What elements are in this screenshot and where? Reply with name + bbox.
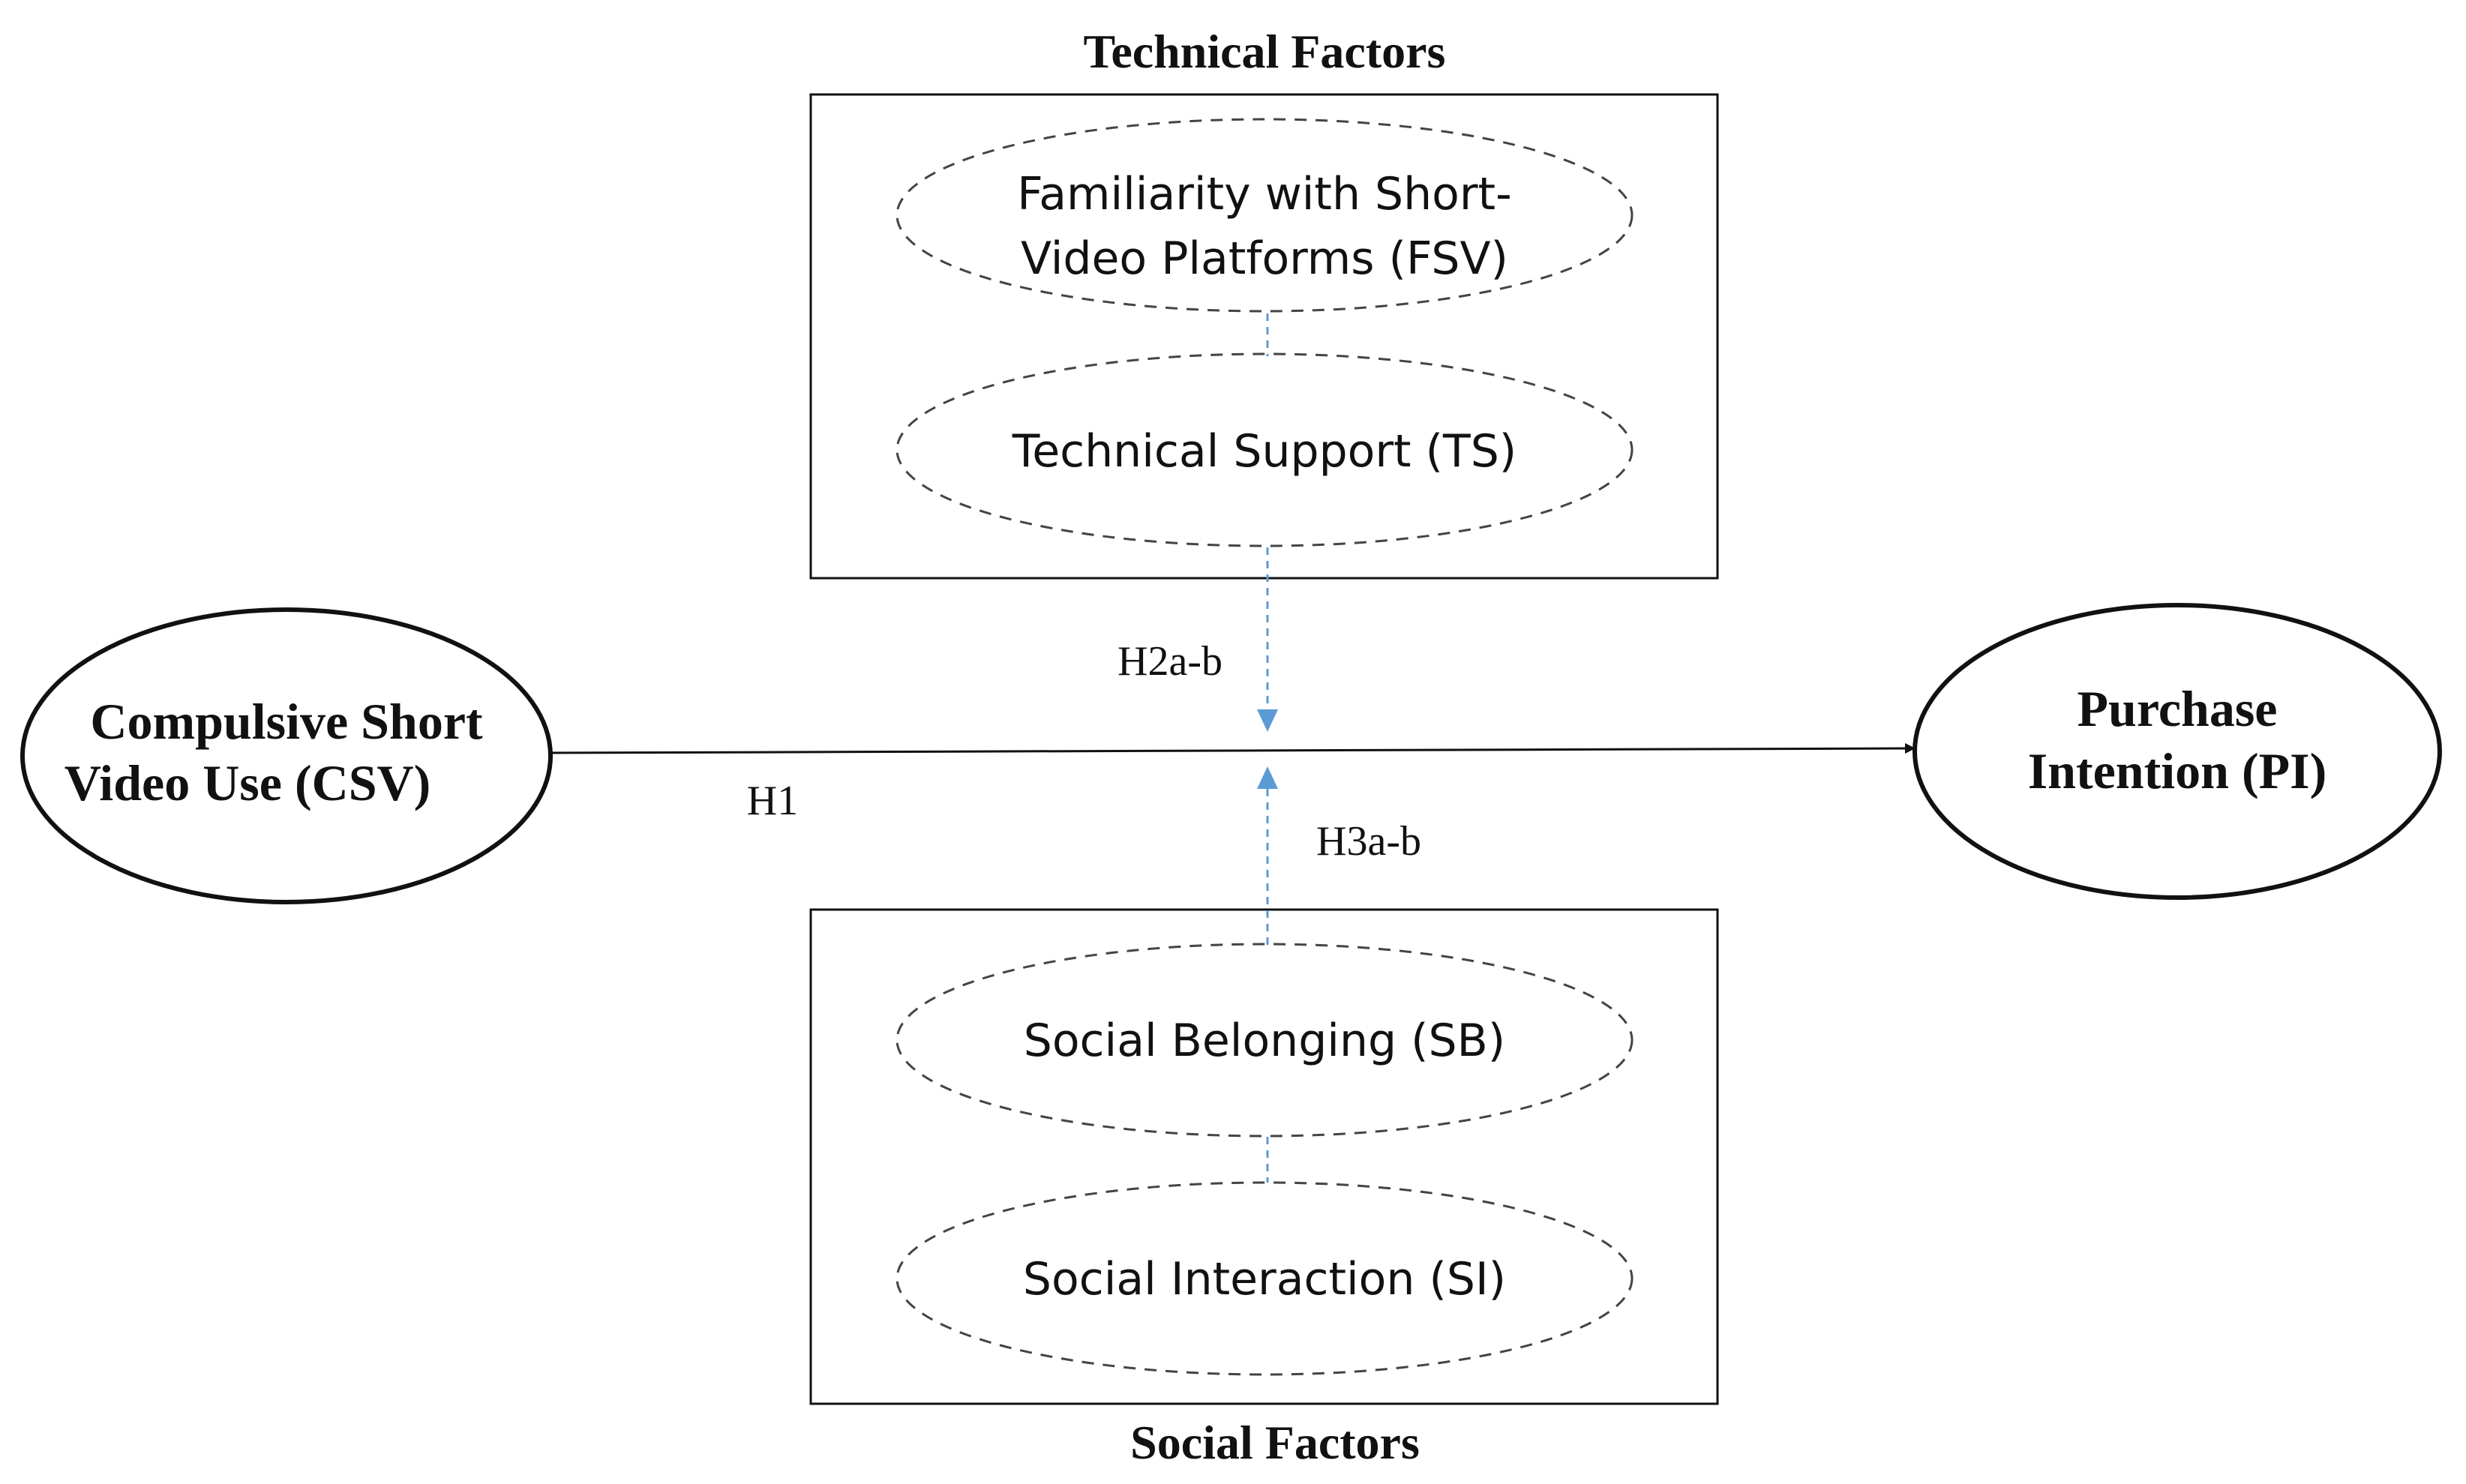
- h3-label: H3a-b: [1316, 818, 1421, 865]
- technical-factors-title: Technical Factors: [1084, 25, 1446, 78]
- pi-label-line2: Intention (PI): [2028, 742, 2327, 799]
- h3-arrowhead: [1257, 766, 1278, 789]
- construct-sb: Social Belonging (SB): [896, 943, 1634, 1138]
- h2-label: H2a-b: [1118, 638, 1222, 685]
- sb-label: Social Belonging (SB): [1024, 1015, 1505, 1067]
- ts-ellipse: [896, 352, 1634, 547]
- fsv-ellipse: [896, 118, 1634, 313]
- sb-ellipse: [896, 943, 1634, 1138]
- construct-fsv: Familiarity with Short- Video Platforms …: [896, 118, 1634, 313]
- csv-label-line2: Video Use (CSV): [64, 754, 431, 811]
- social-factors-title: Social Factors: [1130, 1416, 1420, 1469]
- si-label: Social Interaction (SI): [1023, 1253, 1506, 1306]
- ts-label: Technical Support (TS): [1012, 425, 1516, 478]
- social-factors-box: [809, 908, 1719, 1405]
- h2-arrowhead: [1257, 709, 1278, 732]
- pi-label-line1: Purchase: [2078, 680, 2278, 737]
- technical-factors-group: Technical Factors Familiarity with Short…: [809, 25, 1719, 580]
- social-factors-group: Social Belonging (SB) Social Interaction…: [809, 908, 1719, 1469]
- h1-arrow: [550, 743, 1916, 754]
- construct-ts: Technical Support (TS): [896, 352, 1634, 547]
- csv-ellipse: [20, 607, 553, 904]
- si-ellipse: [896, 1181, 1634, 1376]
- csv-label-line1: Compulsive Short: [90, 693, 483, 750]
- fsv-label-line2: Video Platforms (FSV): [1021, 232, 1508, 285]
- h3-moderator-arrow: [1257, 766, 1278, 945]
- technical-factors-box: [809, 93, 1719, 580]
- fsv-label-line1: Familiarity with Short-: [1017, 168, 1511, 220]
- construct-si: Social Interaction (SI): [896, 1181, 1634, 1376]
- construct-pi: Purchase Intention (PI): [1912, 603, 2442, 900]
- h1-label: H1: [747, 778, 798, 824]
- h2-moderator-arrow: [1257, 547, 1278, 732]
- construct-csv: Compulsive Short Video Use (CSV): [20, 607, 553, 904]
